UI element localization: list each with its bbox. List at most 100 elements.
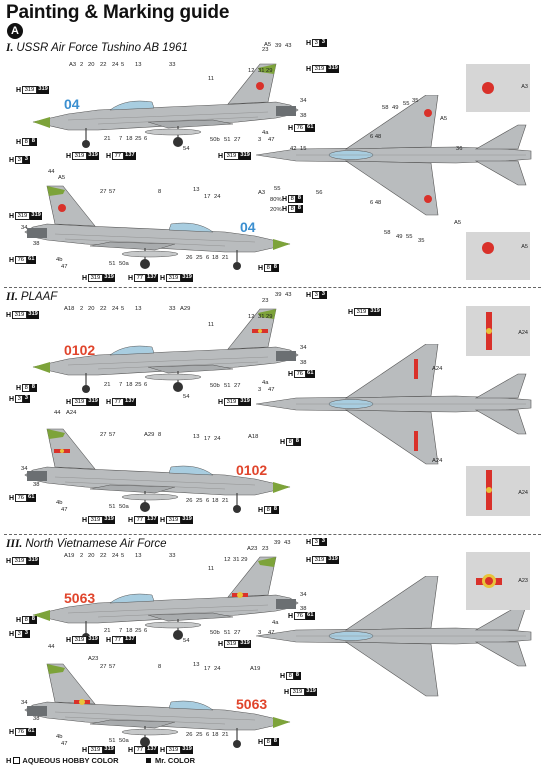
callout-label: 58 [384, 230, 391, 236]
aircraft-top-view [256, 95, 532, 216]
callout-label: 27 [100, 189, 107, 195]
callout-label: A23 [518, 578, 528, 584]
callout-label: 33 [169, 62, 176, 68]
callout-label: A24 [66, 410, 77, 416]
legend-mr-color: Mr. COLOR [146, 756, 195, 765]
callout-label: A19 [64, 553, 75, 559]
callout-label: 25 [196, 732, 203, 738]
legend-mr-label: Mr. COLOR [155, 756, 196, 765]
callout-label: 4b [56, 257, 63, 263]
tail-number: 04 [64, 96, 80, 112]
callout-label: 22 [100, 62, 107, 68]
callout-label: 11 [208, 76, 215, 82]
callout-label: 54 [183, 638, 190, 644]
callout-label: 25 [196, 498, 203, 504]
callout-label: A3 [258, 190, 266, 196]
callout-label: 31 [233, 557, 240, 563]
callout-label: 54 [183, 394, 190, 400]
callout-label: A24 [518, 330, 528, 336]
callout-label: 43 [284, 540, 291, 546]
callout-label: 3 [258, 630, 262, 636]
callout-label: 12 [224, 557, 231, 563]
callout-label: 25 [135, 628, 142, 634]
callout-label: 15 [300, 146, 307, 152]
tail-number: 5063 [64, 590, 96, 606]
callout-label: 22 [100, 306, 107, 312]
callout-label: 55 [274, 186, 281, 192]
callout-label: 24 [214, 666, 221, 672]
aircraft-side-profile-right [24, 663, 291, 749]
callout-label: 35 [418, 238, 425, 244]
callout-label: 18 [212, 498, 219, 504]
callout-label: 5 [121, 62, 125, 68]
callout-label: A5 [58, 175, 66, 181]
insignia-detail-inset: A24 [466, 466, 530, 516]
callout-label: 29 [241, 557, 248, 563]
tail-number: 04 [240, 219, 256, 235]
callout-label: 57 [109, 664, 116, 670]
callout-label: 25 [135, 136, 142, 142]
callout-label: 11 [208, 566, 215, 572]
callout-label: 55 [406, 234, 413, 240]
section-numeral: II. [6, 291, 18, 303]
callout-label: 6 [144, 382, 148, 388]
callout-label: 17 [204, 666, 211, 672]
legend-aqueous-prefix: H [6, 756, 12, 765]
callout-label: A5 [264, 42, 272, 48]
callout-label: 7 [119, 382, 123, 388]
callout-label: A5 [521, 244, 528, 250]
callout-label: 27 [234, 630, 241, 636]
callout-label: 27 [234, 383, 241, 389]
callout-label: 13 [135, 306, 142, 312]
callout-label: 39 [275, 43, 282, 49]
callout-label: A3 [521, 84, 528, 90]
callout-label: A29 [180, 306, 191, 312]
callout-label: 26 [186, 498, 193, 504]
callout-label: A19 [250, 666, 261, 672]
callout-label: 7 [119, 136, 123, 142]
callout-label: 23 [262, 546, 269, 552]
callout-label: 21 [222, 255, 229, 261]
insignia-detail-inset: A3 [466, 64, 530, 112]
callout-label: 20 [88, 306, 95, 312]
callout-label: 7 [119, 628, 123, 634]
callout-label: 13 [193, 662, 200, 668]
callout-label: 43 [285, 43, 292, 49]
callout-label: A23 [247, 546, 258, 552]
aircraft-top-view [256, 344, 532, 465]
callout-label: 50a [119, 261, 129, 267]
aircraft-side-profile-right [24, 185, 291, 271]
callout-label: 2 [80, 306, 84, 312]
callout-label: 51 [109, 738, 116, 744]
callout-label: 24 [112, 553, 119, 559]
callout-label: 20% [270, 207, 282, 213]
callout-label: 39 [275, 292, 282, 298]
callout-label: 51 [224, 137, 231, 143]
insignia-detail-inset: A24 [466, 306, 530, 356]
callout-label: 13 [135, 62, 142, 68]
section-label: North Vietnamese Air Force [25, 538, 167, 550]
callout-label: 2 [80, 553, 84, 559]
callout-label: 23 [262, 298, 269, 304]
callout-label: 23 [262, 47, 269, 53]
section-label: USSR Air Force Tushino AB 1961 [16, 42, 188, 54]
